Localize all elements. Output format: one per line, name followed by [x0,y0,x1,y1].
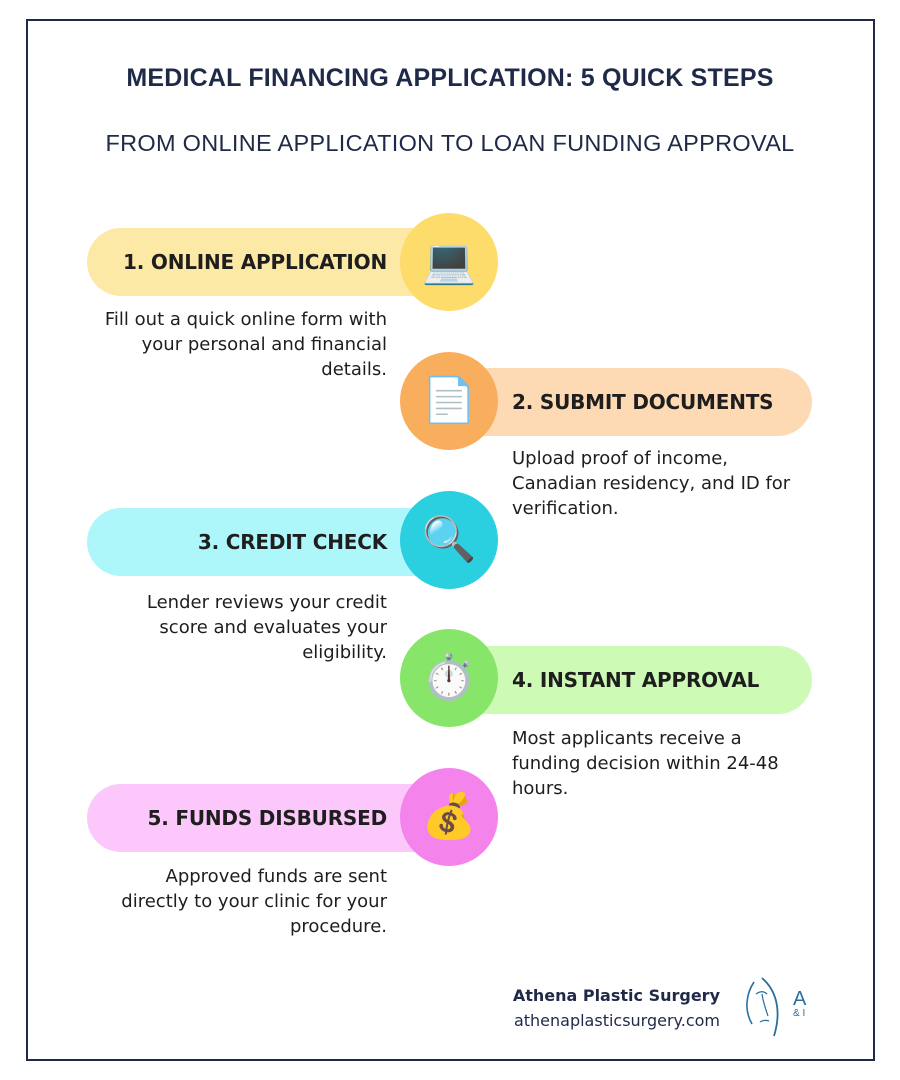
step-2-label: 2. SUBMIT DOCUMENTS [512,390,774,414]
step-5-label: 5. FUNDS DISBURSED [147,806,388,830]
step-5-description: Approved funds are sent directly to your… [121,866,387,937]
step-1-label: 1. ONLINE APPLICATION [123,250,387,274]
logo-letter: A [793,988,807,1010]
clinic-name: Athena Plastic Surgery [512,986,720,1005]
step-1-banner: 1. ONLINE APPLICATION [87,228,467,296]
stopwatch-icon: ⏱️ [400,629,498,727]
page-title: MEDICAL FINANCING APPLICATION: 5 QUICK S… [126,64,774,92]
step-1-description: Fill out a quick online form with your p… [104,309,387,380]
document-icon: 📄 [400,352,498,450]
magnifying-glass-icon: 🔍 [400,491,498,589]
face-logo-icon [746,977,779,1037]
page-subtitle: FROM ONLINE APPLICATION TO LOAN FUNDING … [105,130,795,156]
step-4-label: 4. INSTANT APPROVAL [512,668,760,692]
logo-subtext: & I [793,1008,806,1019]
clinic-url[interactable]: athenaplasticsurgery.com [513,1011,720,1030]
laptop-icon: 💻 [400,213,498,311]
step-4-description: Most applicants receive a funding decisi… [512,728,779,799]
step-2-banner: 2. SUBMIT DOCUMENTS [432,368,812,436]
step-2-description: Upload proof of income, Canadian residen… [512,448,791,519]
money-bag-icon: 💰 [400,768,498,866]
step-3-label: 3. CREDIT CHECK [197,530,387,554]
step-3-description: Lender reviews your credit score and eva… [146,592,387,663]
